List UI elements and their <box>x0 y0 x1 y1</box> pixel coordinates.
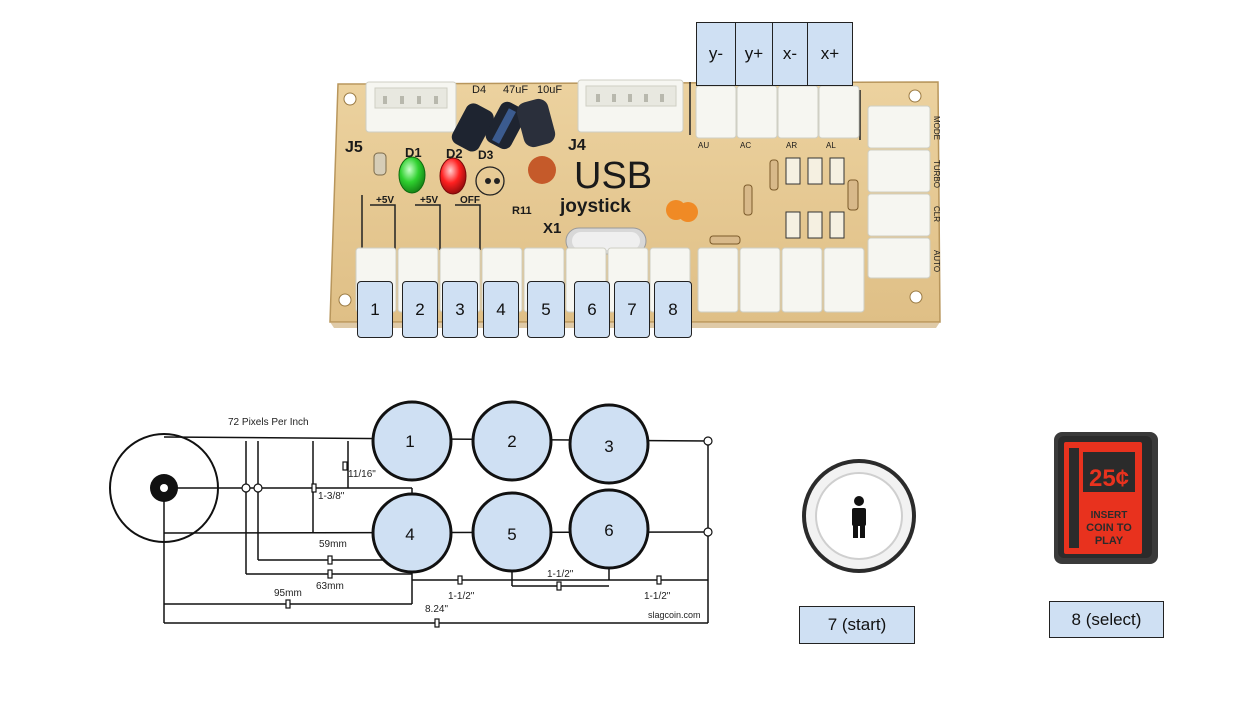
coin-amount: 25¢ <box>1089 465 1129 492</box>
ppi-text: 72 Pixels Per Inch <box>228 417 309 428</box>
start-label: 7 (start) <box>799 606 915 644</box>
dim-1-1-2-c: 1-1/2" <box>644 591 671 602</box>
layout-button-3-label: 3 <box>604 437 613 456</box>
dim-1-1-2-a: 1-1/2" <box>448 591 475 602</box>
dim-1-3-8: 1-3/8" <box>318 491 345 502</box>
dim-8-24: 8.24" <box>425 604 448 615</box>
layout-button-5-label: 5 <box>507 525 516 544</box>
dim-59mm: 59mm <box>319 539 347 550</box>
coin-line-coin-to: COIN TO <box>1086 522 1132 534</box>
layout-button-1-label: 1 <box>405 432 414 451</box>
dim-63mm: 63mm <box>316 581 344 592</box>
layout-button-4-label: 4 <box>405 525 414 544</box>
credit-slagcoin: slagcoin.com <box>648 610 701 620</box>
layout-button-6-label: 6 <box>604 521 613 540</box>
layout-button-2-label: 2 <box>507 432 516 451</box>
dim-11-16: 11/16" <box>348 469 376 480</box>
dim-95mm: 95mm <box>274 588 302 599</box>
dim-1-1-2-b: 1-1/2" <box>547 569 574 580</box>
coin-button-image: 25¢ INSERT COIN TO PLAY <box>1052 430 1162 565</box>
coin-line-insert: INSERT <box>1091 510 1128 521</box>
start-button-image <box>799 456 919 576</box>
select-label: 8 (select) <box>1049 601 1164 638</box>
coin-line-play: PLAY <box>1095 535 1124 547</box>
